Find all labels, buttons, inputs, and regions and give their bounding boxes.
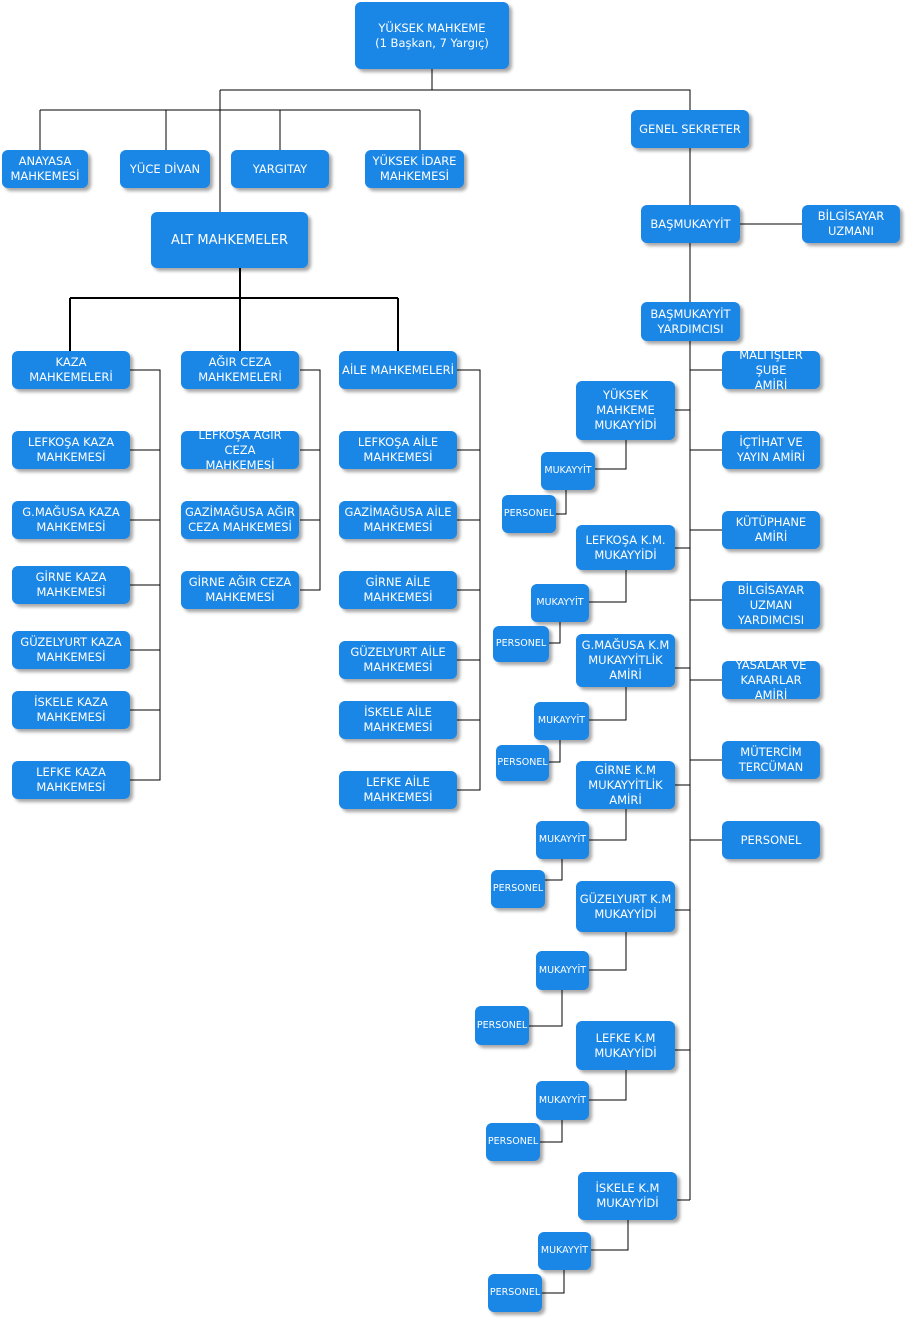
- node-yuksek-mahkeme-mukayyidi: YÜKSEK MAHKEME MUKAYYİDİ: [576, 381, 675, 440]
- node-yasalar-kararlar: YASALAR VE KARARLAR AMİRİ: [722, 658, 820, 702]
- node-personel: PERSONEL: [493, 626, 549, 662]
- node-lefkosa-agir-ceza: LEFKOŞA AĞIR CEZA MAHKEMESİ: [181, 428, 299, 472]
- node-lefke-km-mukayyidi: LEFKE K.M MUKAYYİDİ: [576, 1021, 675, 1070]
- node-kaza-mahkemeleri: KAZA MAHKEMELERİ: [12, 351, 130, 389]
- node-mukayyit: MUKAYYİT: [536, 1081, 589, 1120]
- node-lefke-aile: LEFKE AİLE MAHKEMESİ: [339, 771, 457, 809]
- node-girne-aile: GİRNE AİLE MAHKEMESİ: [339, 571, 457, 609]
- node-lefkosa-aile: LEFKOŞA AİLE MAHKEMESİ: [339, 431, 457, 469]
- node-genel-sekreter: GENEL SEKRETER: [631, 110, 749, 148]
- node-bilgisayar-uzman-yardimcisi: BİLGİSAYAR UZMAN YARDIMCISI: [722, 581, 820, 629]
- node-lefke-kaza: LEFKE KAZA MAHKEMESİ: [12, 761, 130, 799]
- node-gmagusa-km-amiri: G.MAĞUSA K.M MUKAYYİTLİK AMİRİ: [576, 634, 675, 687]
- node-yargitay: YARGITAY: [231, 150, 329, 188]
- node-personel: PERSONEL: [488, 1274, 542, 1312]
- node-basmukayyit: BAŞMUKAYYİT: [641, 205, 740, 243]
- node-ictihat: İÇTİHAT VE YAYIN AMİRİ: [722, 431, 820, 469]
- node-gazimagusa-agir-ceza: GAZİMAĞUSA AĞIR CEZA MAHKEMESİ: [181, 501, 299, 539]
- node-aile-mahkemeleri: AİLE MAHKEMELERİ: [339, 351, 457, 389]
- node-yuksek-idare-mahkemesi: YÜKSEK İDARE MAHKEMESİ: [365, 150, 464, 188]
- node-basmukayyit-yardimcisi: BAŞMUKAYYİT YARDIMCISI: [641, 302, 740, 341]
- node-mukayyit: MUKAYYİT: [531, 584, 589, 622]
- node-agir-ceza-mahkemeleri: AĞIR CEZA MAHKEMELERİ: [181, 351, 299, 389]
- node-iskele-aile: İSKELE AİLE MAHKEMESİ: [339, 701, 457, 739]
- node-mutercim: MÜTERCİM TERCÜMAN: [722, 741, 820, 779]
- node-yuce-divan: YÜCE DİVAN: [120, 150, 210, 188]
- node-mali-isler: MALİ İŞLER ŞUBE AMİRİ: [722, 348, 820, 392]
- node-kutuphane: KÜTÜPHANE AMİRİ: [722, 511, 820, 549]
- node-alt-mahkemeler: ALT MAHKEMELER: [151, 212, 308, 268]
- node-girne-agir-ceza: GİRNE AĞIR CEZA MAHKEMESİ: [181, 571, 299, 609]
- node-personel: PERSONEL: [491, 870, 545, 908]
- node-mukayyit: MUKAYYİT: [538, 1232, 591, 1270]
- node-iskele-km-mukayyidi: İSKELE K.M MUKAYYİDİ: [578, 1172, 677, 1220]
- node-guzelyurt-aile: GÜZELYURT AİLE MAHKEMESİ: [339, 641, 457, 679]
- node-personel: PERSONEL: [496, 745, 549, 781]
- node-girne-kaza: GİRNE KAZA MAHKEMESİ: [12, 566, 130, 604]
- node-gazimagusa-aile: GAZİMAĞUSA AİLE MAHKEMESİ: [339, 501, 457, 539]
- node-guzelyurt-km-mukayyidi: GÜZELYURT K.M MUKAYYİDİ: [576, 881, 675, 932]
- node-mukayyit: MUKAYYİT: [536, 821, 589, 859]
- node-mukayyit: MUKAYYİT: [536, 951, 589, 990]
- node-anayasa-mahkemesi: ANAYASA MAHKEMESİ: [2, 150, 88, 188]
- node-bilgisayar-uzmani: BİLGİSAYAR UZMANI: [802, 205, 900, 243]
- node-iskele-kaza: İSKELE KAZA MAHKEMESİ: [12, 691, 130, 729]
- node-guzelyurt-kaza: GÜZELYURT KAZA MAHKEMESİ: [12, 631, 130, 669]
- node-personel: PERSONEL: [475, 1006, 529, 1045]
- node-mukayyit: MUKAYYİT: [534, 702, 589, 740]
- node-yuksek-mahkeme: YÜKSEK MAHKEME (1 Başkan, 7 Yargıç): [355, 2, 509, 69]
- node-girne-km-amiri: GİRNE K.M MUKAYYİTLİK AMİRİ: [576, 761, 675, 809]
- node-lefkosa-kaza: LEFKOŞA KAZA MAHKEMESİ: [12, 431, 130, 469]
- node-lefkosa-km-mukayyidi: LEFKOŞA K.M. MUKAYYİDİ: [576, 525, 675, 570]
- node-mukayyit: MUKAYYİT: [541, 452, 595, 490]
- node-personel: PERSONEL: [486, 1123, 540, 1161]
- node-personel: PERSONEL: [502, 495, 556, 533]
- node-personel-main: PERSONEL: [722, 821, 820, 859]
- node-gmagusa-kaza: G.MAĞUSA KAZA MAHKEMESİ: [12, 501, 130, 539]
